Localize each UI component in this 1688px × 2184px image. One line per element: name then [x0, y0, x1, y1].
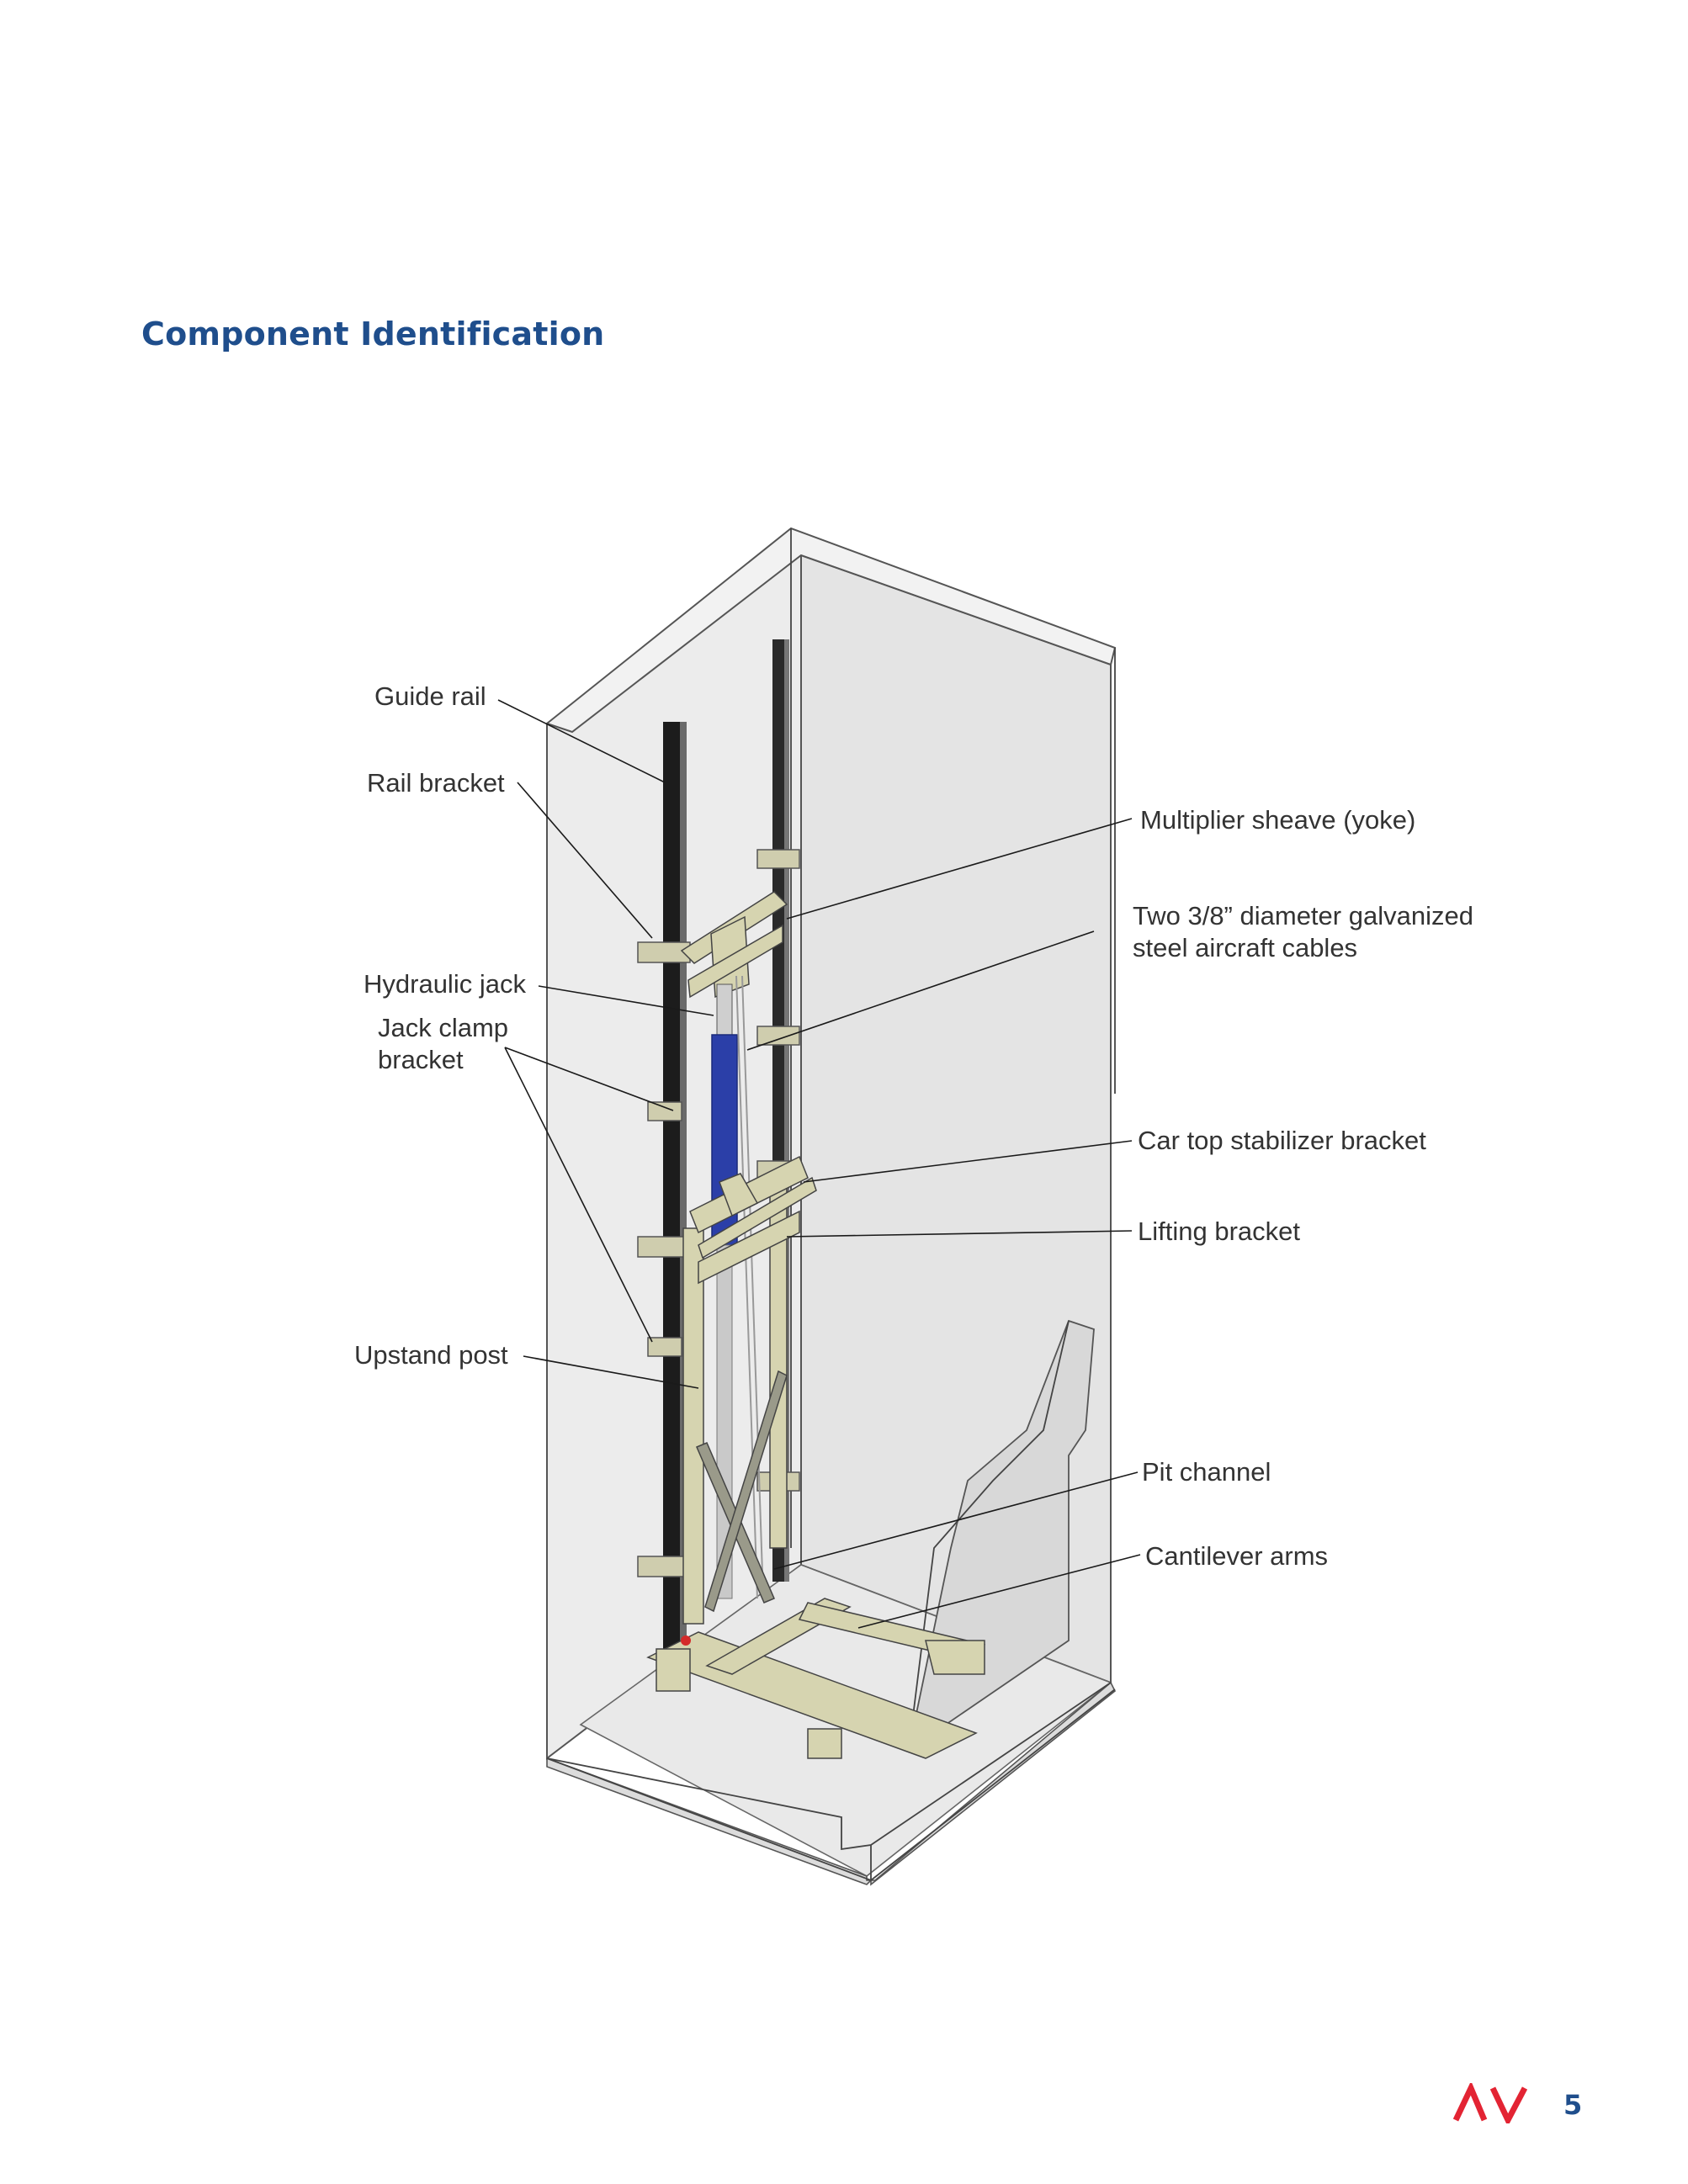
label-upstand-post: Upstand post	[354, 1340, 508, 1370]
label-lifting-bracket: Lifting bracket	[1138, 1217, 1300, 1246]
label-cantilever-arms: Cantilever arms	[1145, 1541, 1328, 1571]
callout-labels: Guide rail Rail bracket Hydraulic jack J…	[354, 681, 1473, 1571]
red-marker	[681, 1635, 691, 1646]
av-logo	[1452, 2083, 1528, 2123]
label-hydraulic-jack: Hydraulic jack	[364, 969, 526, 999]
label-cables-line1: Two 3/8” diameter galvanized	[1133, 901, 1473, 930]
label-jack-clamp-bracket-line2: bracket	[378, 1045, 464, 1074]
page-title: Component Identification	[141, 315, 605, 353]
label-multiplier-sheave: Multiplier sheave (yoke)	[1140, 805, 1415, 835]
multiplier-sheave	[680, 891, 788, 999]
label-pit-channel: Pit channel	[1142, 1457, 1271, 1487]
lifting-frame	[646, 1155, 986, 1759]
label-jack-clamp-bracket-line1: Jack clamp	[378, 1013, 508, 1042]
label-car-top-stabilizer: Car top stabilizer bracket	[1138, 1126, 1426, 1155]
leader-lines	[497, 699, 1141, 1629]
label-guide-rail: Guide rail	[374, 681, 486, 711]
page-number: 5	[1563, 2089, 1583, 2121]
label-cables-line2: steel aircraft cables	[1133, 933, 1357, 962]
label-rail-bracket: Rail bracket	[367, 768, 505, 798]
